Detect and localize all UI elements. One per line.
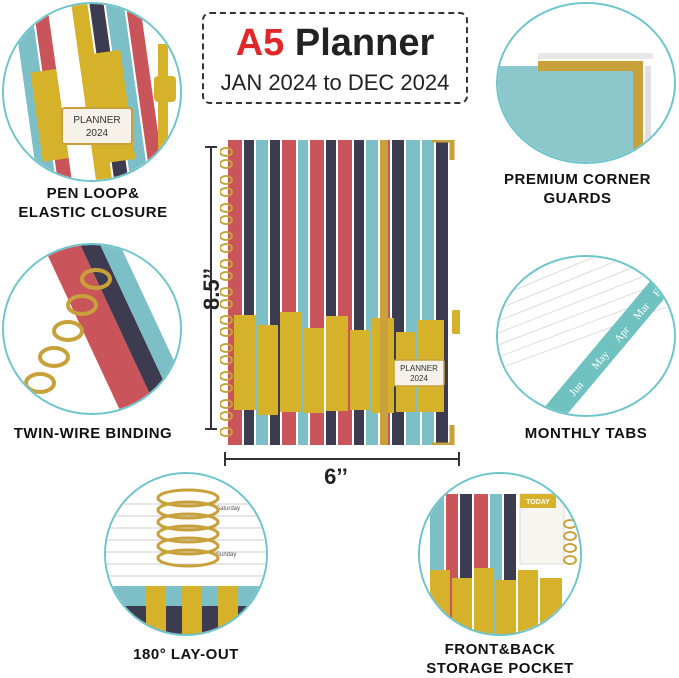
layout-caption: 180° LAY-OUT xyxy=(133,646,239,663)
width-dimension-tick-left xyxy=(224,452,226,466)
tabs-illustration: Jun May Apr Mar Feb xyxy=(498,257,674,415)
layout-illustration: Saturday Sunday xyxy=(106,474,266,634)
height-label: 8.5’’ xyxy=(199,268,224,310)
width-label: 6’’ xyxy=(324,464,348,489)
cover-label-line1: PLANNER xyxy=(400,364,438,373)
width-dimension-line xyxy=(224,458,460,460)
pocket-illustration: TODAY xyxy=(420,474,580,634)
pen-loop-detail: PLANNER 2024 xyxy=(2,2,182,182)
pen-loop-label-line1: PLANNER xyxy=(73,115,120,126)
planner-cover: PLANNER 2024 xyxy=(219,137,462,448)
height-dimension-line xyxy=(210,146,212,430)
layout-day-sunday: Sunday xyxy=(216,552,236,558)
title-size: A5 xyxy=(235,22,285,64)
layout-detail: Saturday Sunday xyxy=(104,472,268,636)
tabs-detail: Jun May Apr Mar Feb xyxy=(496,255,676,417)
pocket-caption-line2: STORAGE POCKET xyxy=(426,660,574,677)
height-dimension-tick-bottom xyxy=(205,428,217,430)
pen-loop-caption-line2: ELASTIC CLOSURE xyxy=(18,204,168,221)
binding-caption: TWIN-WIRE BINDING xyxy=(13,425,173,442)
cover-label-line2: 2024 xyxy=(410,374,428,383)
pocket-caption-line1: FRONT&BACK xyxy=(444,641,556,658)
corner-guard-caption: PREMIUM CORNER GUARDS xyxy=(503,171,651,207)
pen-loop-illustration: PLANNER 2024 xyxy=(4,4,180,180)
binding-illustration xyxy=(4,245,180,413)
tabs-caption: MONTHLY TABS xyxy=(524,425,648,442)
height-dimension-tick-top xyxy=(205,146,217,148)
corner-guard-illustration xyxy=(498,4,674,162)
product-title: A5 Planner xyxy=(204,22,466,65)
date-range: JAN 2024 to DEC 2024 xyxy=(220,70,450,95)
pocket-today-badge: TODAY xyxy=(526,499,550,506)
title-box: A5 Planner JAN 2024 to DEC 2024 xyxy=(202,12,468,104)
pen-loop-label-line2: 2024 xyxy=(86,128,109,139)
pen-loop-caption-line1: PEN LOOP& xyxy=(46,185,140,202)
planner-cover-illustration: PLANNER 2024 xyxy=(219,137,462,448)
title-word: Planner xyxy=(294,22,435,64)
pen-loop-caption: PEN LOOP& ELASTIC CLOSURE xyxy=(0,184,186,222)
pocket-detail: TODAY xyxy=(418,472,582,636)
layout-day-saturday: Saturday xyxy=(216,506,240,512)
binding-detail xyxy=(2,243,182,415)
width-dimension-tick-right xyxy=(458,452,460,466)
corner-guard-detail xyxy=(496,2,676,164)
pocket-caption: FRONT&BACK STORAGE POCKET xyxy=(418,640,582,678)
